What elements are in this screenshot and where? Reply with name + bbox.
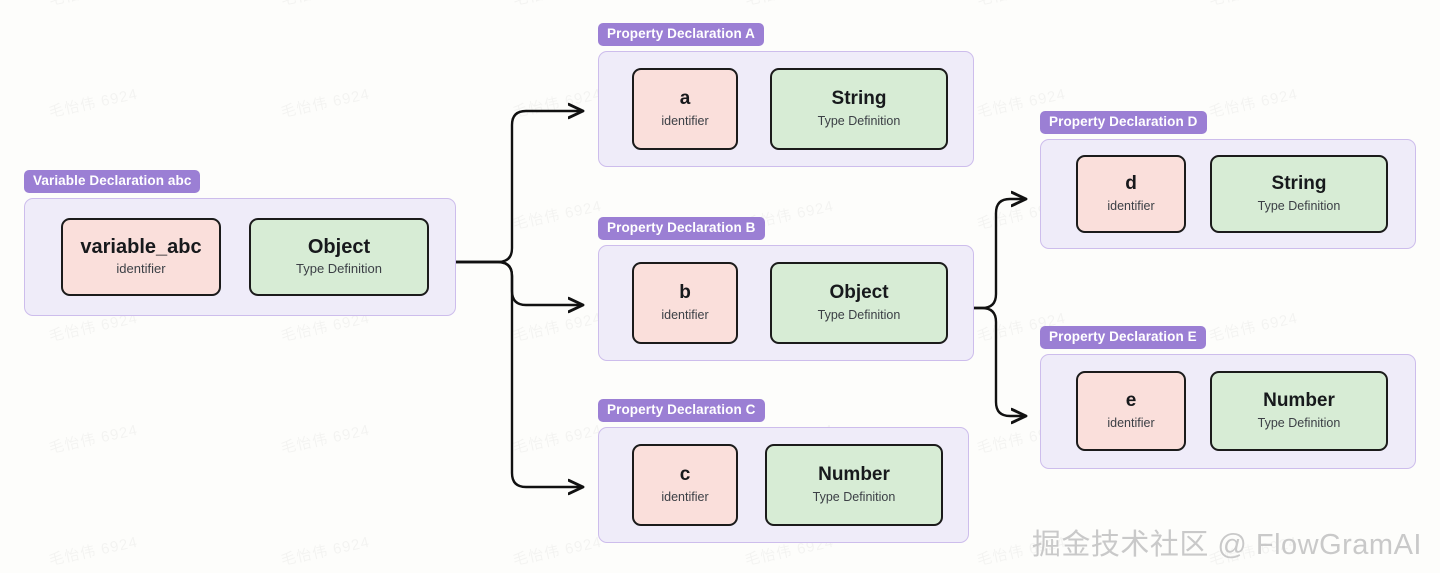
identifier-name: variable_abc [80,236,202,259]
identifier-cell-a[interactable]: a identifier [632,67,738,150]
type-sublabel: Type Definition [1257,198,1341,213]
type-sublabel: Type Definition [817,307,901,322]
node-badge-property-declaration-d: Property Declaration D [1040,111,1207,134]
identifier-name: d [1125,172,1137,194]
type-cell-e[interactable]: Number Type Definition [1210,371,1388,452]
type-cell-variable-abc[interactable]: Object Type Definition [249,217,429,296]
type-name: Object [829,281,889,303]
identifier-sublabel: identifier [1107,198,1155,213]
type-name: String [831,87,887,109]
type-cell-b[interactable]: Object Type Definition [770,261,948,344]
type-name: String [1271,172,1327,194]
identifier-sublabel: identifier [661,113,709,128]
identifier-cell-d[interactable]: d identifier [1076,154,1186,233]
node-body-property-declaration-a: a identifier String Type Definition [598,50,974,167]
node-property-declaration-c[interactable]: Property Declaration C c identifier Numb… [598,399,969,543]
identifier-name: a [679,87,691,109]
type-name: Number [818,463,890,485]
identifier-cell-e[interactable]: e identifier [1076,371,1186,452]
node-property-declaration-b[interactable]: Property Declaration B b identifier Obje… [598,217,974,361]
node-badge-variable-declaration-abc: Variable Declaration abc [24,170,201,193]
identifier-name: c [679,463,691,485]
node-property-declaration-a[interactable]: Property Declaration A a identifier Stri… [598,23,974,167]
type-cell-d[interactable]: String Type Definition [1210,154,1388,233]
identifier-cell-c[interactable]: c identifier [632,443,738,526]
type-cell-a[interactable]: String Type Definition [770,67,948,150]
node-property-declaration-e[interactable]: Property Declaration E e identifier Numb… [1040,326,1416,469]
identifier-cell-b[interactable]: b identifier [632,261,738,344]
type-name: Object [307,236,371,259]
identifier-name: e [1125,390,1137,412]
type-sublabel: Type Definition [296,261,382,277]
node-badge-property-declaration-e: Property Declaration E [1040,326,1206,349]
node-body-property-declaration-e: e identifier Number Type Definition [1040,353,1416,469]
identifier-sublabel: identifier [661,307,709,322]
node-body-property-declaration-b: b identifier Object Type Definition [598,244,974,361]
identifier-name: b [679,281,691,303]
type-sublabel: Type Definition [812,489,896,504]
identifier-sublabel: identifier [661,489,709,504]
node-property-declaration-d[interactable]: Property Declaration D d identifier Stri… [1040,111,1416,249]
type-cell-c[interactable]: Number Type Definition [765,443,943,526]
node-badge-property-declaration-a: Property Declaration A [598,23,764,46]
node-body-variable-declaration-abc: variable_abc identifier Object Type Defi… [24,197,456,316]
type-sublabel: Type Definition [817,113,901,128]
node-badge-property-declaration-b: Property Declaration B [598,217,765,240]
identifier-sublabel: identifier [116,261,166,277]
node-body-property-declaration-c: c identifier Number Type Definition [598,426,969,543]
type-name: Number [1263,390,1335,412]
identifier-sublabel: identifier [1107,416,1155,431]
node-variable-declaration-abc[interactable]: Variable Declaration abc variable_abc id… [24,170,456,316]
credit-watermark: 掘金技术社区 @ FlowGramAI [1031,529,1422,561]
type-sublabel: Type Definition [1257,416,1341,431]
identifier-cell-variable-abc[interactable]: variable_abc identifier [61,217,221,296]
node-badge-property-declaration-c: Property Declaration C [598,399,765,422]
node-body-property-declaration-d: d identifier String Type Definition [1040,138,1416,249]
